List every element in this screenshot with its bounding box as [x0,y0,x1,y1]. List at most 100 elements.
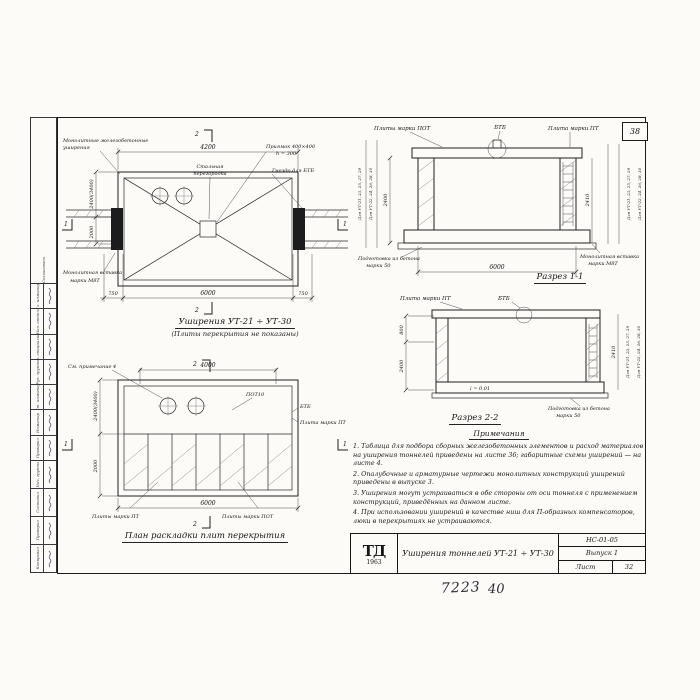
stamp-row: Ст. инженер [31,385,56,411]
stamp-row: Инженер [31,410,56,436]
stamp-row-label: Проверил [34,520,40,541]
dim-label: 2400 [399,359,405,374]
dim-label: 2400 [383,193,389,208]
td-logo: ТД [362,541,386,560]
callout-pt-slabs: Плиты марки ПТ [91,514,140,520]
signature-mark [44,309,56,333]
callout-insert: Монолитная вставка [579,254,639,260]
callout-prep: марки 50 [556,413,581,419]
note-item-1: 1. Таблица для подбора сборных железобет… [353,442,644,468]
dim-label: 2400(3400) [88,179,95,209]
sheet-number-box: 38 [622,122,648,141]
plan-top-leaders [99,150,303,272]
rotated-note: Для УТ-22, 24, 26, 28, 30 [637,167,642,221]
notes-block: Примечания 1. Таблица для подбора сборны… [353,429,645,527]
document-code: НС-01-05 [559,534,645,548]
callout-monolithic-widening: Монолитные железобетонные [62,137,148,144]
plan-bottom-title: План раскладки плит перекрытия [85,531,325,543]
callout-socket: Гнездо для БТБ [271,168,314,174]
stamp-row-label: Инженер [34,412,40,433]
detail-circle [515,306,533,324]
plan-top-structure [66,171,348,287]
section-mark-1: 1 [343,441,347,448]
section1-dimensions [365,140,620,276]
section-mark-2: 2 [194,131,199,138]
section1-title: Разрез 1-1 [505,272,615,284]
signature-mark [44,436,56,460]
stamp-box-lower: Нач. группы Составил Проверил Копировал [30,460,57,573]
callout-pt-slab: Плита марки ПТ [547,126,599,132]
stamp-row-label: Нач. отдела [34,309,40,334]
section-1-1-drawing: Плиты марки ПОТ БТБ Плита марки ПТ Подго… [357,125,642,276]
callout-monolithic-widening: уширения [62,145,90,151]
callout-prep: Подготовка из бетона [357,255,420,262]
stamp-row: Составил [31,489,56,517]
plan-bottom-section-flags [62,359,348,529]
stamp-row: Проверил [31,435,56,460]
slope-label: i = 0,01 [470,386,490,392]
stamp-box-top: Согласовано [30,117,57,284]
dim-label: 2410 [585,193,591,208]
callout-pot10: ПОТ10 [245,392,265,398]
section2-title: Разрез 2-2 [425,413,525,425]
sheet-number-top: 38 [629,127,641,136]
rotated-note: Для УТ-21, 23, 25, 27, 29 [357,167,362,221]
title-block: ТД 1963 Уширения тоннелей УТ-21 ÷ УТ-30 … [350,533,646,574]
stamp-row-label: Составил [34,492,40,513]
dim-label: 6000 [200,290,215,297]
stamp-row: Копировал [31,545,56,572]
callout-partition: Стальная [196,164,223,170]
plan-top-section-flags [62,129,348,315]
signature-mark [44,461,56,488]
stamp-row: Гл. специалист [31,334,56,360]
stamp-row: Нач. группы [31,461,56,489]
callout-prep: марки 50 [366,263,391,269]
detail-circle [487,139,507,159]
plan-top-title: Уширения УТ-21 ÷ УТ-30 [140,317,330,329]
callout-insert: марки М8Т [70,278,100,284]
callout-insert: марки М8Т [588,261,618,267]
stamp-box-signatures: Гл. инженер Нач. отдела Гл. специалист Р… [30,283,57,461]
callout-btb: БТБ [497,296,510,302]
stamp-row-label: Проверил [34,437,40,458]
handwritten-number: 40 [487,581,505,598]
junction-wall-left [111,208,123,250]
rotated-note: Для УТ-21, 23, 25, 27, 29 [625,325,630,379]
callout-btb: БТБ [299,404,311,410]
signature-mark [44,335,56,359]
section-2-2-drawing: Плита марки ПТ БТБ i = 0,01 Подготовка и… [399,296,641,419]
plan-bottom-leaders [111,369,299,509]
section-mark-1: 1 [64,441,68,448]
signature-mark [44,489,56,516]
callout-insert: Монолитная вставка [62,270,122,276]
dim-label: 4000 [199,362,215,369]
signature-mark [44,517,56,544]
sheet-number: 32 [624,562,634,571]
signature-mark [44,360,56,384]
stamp-top-label: Согласовано [41,256,46,283]
plan-bottom-drawing: См. примечание 4 ПОТ10 БТБ Плита марки П… [62,359,348,529]
left-signature-strip: Согласовано Гл. инженер Нач. отдела Гл. … [30,117,57,573]
handwritten-number: 7223 [440,579,481,597]
section1-leaders [401,130,601,258]
stamp-row-label: Гл. инженер [34,284,40,309]
dim-label: 2000 [89,225,95,240]
dim-label: 4200 [199,144,215,151]
section1-structure [397,139,597,250]
callout-pot-slabs: Плиты марки ПОТ [373,126,431,132]
stamp-row-label: Гл. специалист [34,334,40,359]
plan-top-dimensions [93,148,315,302]
plan-top-subtitle: (Плиты перекрытия не показаны) [171,330,299,338]
dim-label: 800 [399,324,405,334]
section-mark-2: 2 [192,361,197,368]
stamp-row: Проверил [31,517,56,545]
stamp-row-label: Нач. группы [34,461,40,488]
dim-label: 6000 [200,500,215,507]
callout-pot-slabs: Плиты марки ПОТ [221,514,274,520]
callout-pit: Приямок 400×400 [265,144,316,150]
callout-pit: h = 300 [276,151,297,157]
pit-symbol [199,220,217,238]
note-item-3: 3. Уширения могут устраиваться в обе сто… [353,489,638,506]
note-item-4: 4. При использовании уширений в качестве… [353,508,635,525]
